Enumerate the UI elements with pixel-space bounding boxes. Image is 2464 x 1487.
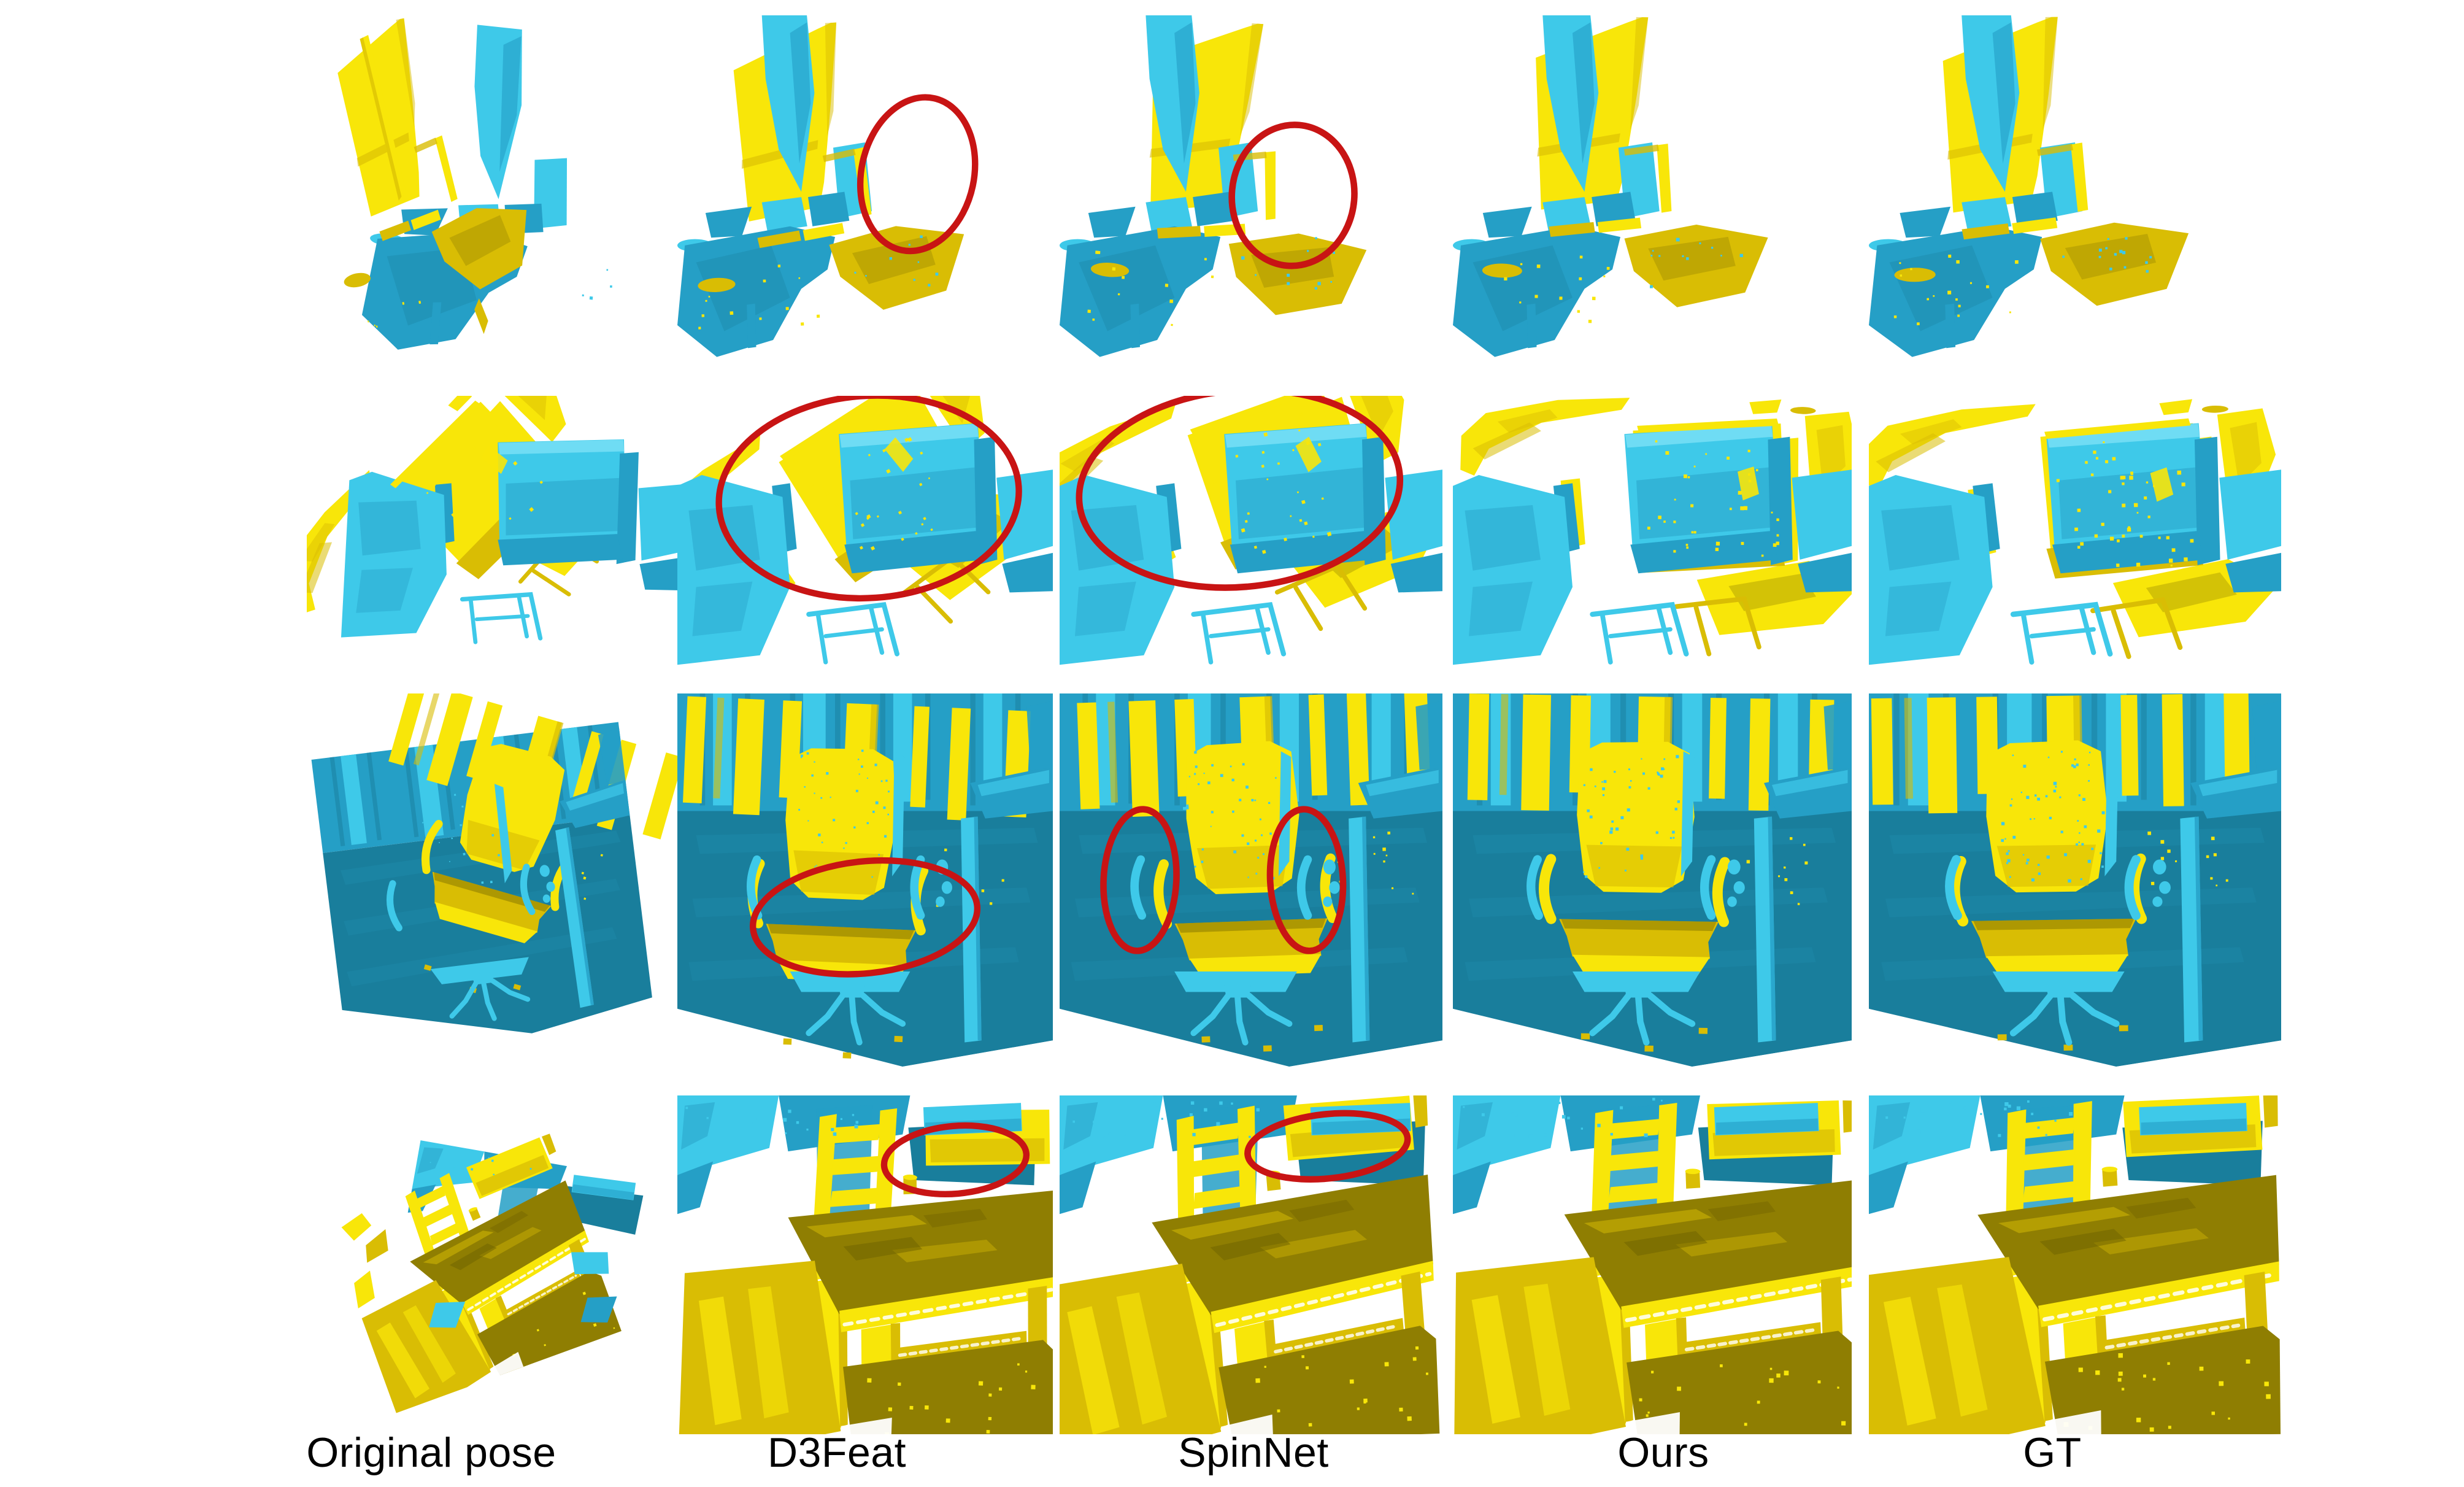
error-annotation-ellipse [715,396,1022,602]
scene-1-gt-render [1869,15,2189,357]
scene-3-spinnet-render [1060,693,1442,1067]
cell-scene-4-original-pose [307,1095,693,1434]
column-label-gt: GT [2023,1429,2082,1476]
cell-scene-3-original-pose [307,693,693,1067]
error-annotation-ellipse [1228,122,1358,269]
scene-1-spinnet-render [1060,15,1367,357]
scene-3-d3feat-render [677,693,1053,1067]
column-label-d3feat: D3Feat [768,1429,906,1476]
cell-scene-1-gt [1869,15,2281,368]
error-annotation-ellipse [857,94,979,255]
column-label-original-pose: Original pose [306,1429,556,1476]
scene-4-ours-render [1453,1095,1852,1434]
cell-scene-3-ours [1453,693,1852,1067]
scene-4-spinnet-render [1060,1095,1440,1434]
cell-scene-4-ours [1453,1095,1852,1434]
cell-scene-2-d3feat [677,396,1053,669]
cell-scene-4-spinnet [1060,1095,1442,1434]
cell-scene-4-gt [1869,1095,2281,1434]
scene-3-ours-render [1453,693,1852,1067]
cell-scene-2-spinnet [1060,396,1442,669]
scene-2-d3feat-render [677,396,1053,665]
scene-2-original-pose-render [307,396,690,644]
scene-1-ours-render [1453,15,1768,357]
column-label-ours: Ours [1617,1429,1709,1476]
scene-4-original-pose-render [341,1134,644,1413]
error-annotation-ellipse [1266,806,1347,954]
cell-scene-1-original-pose [307,15,693,368]
error-annotation-ellipse [749,857,981,978]
scene-2-gt-render [1869,399,2281,665]
scene-2-ours-render [1453,398,1852,665]
error-annotation-ellipse [1100,806,1180,954]
cell-scene-1-d3feat [677,15,1053,368]
error-annotation-ellipse [1076,396,1404,591]
cell-scene-1-ours [1453,15,1852,368]
scene-4-d3feat-render [677,1095,1053,1434]
scene-2-spinnet-render [1060,396,1442,665]
scene-1-original-pose-render [337,18,612,350]
scene-3-original-pose-render [311,693,684,1056]
cell-scene-2-original-pose [307,396,693,669]
scene-4-gt-render [1869,1095,2281,1434]
scene-3-gt-render [1869,693,2281,1067]
cell-scene-3-d3feat [677,693,1053,1067]
cell-scene-3-gt [1869,693,2281,1067]
scene-1-d3feat-render [677,15,979,357]
cell-scene-2-ours [1453,396,1852,669]
cell-scene-2-gt [1869,396,2281,669]
column-label-spinnet: SpinNet [1178,1429,1329,1476]
cell-scene-1-spinnet [1060,15,1442,368]
cell-scene-3-spinnet [1060,693,1442,1067]
error-annotation-ellipse [1244,1110,1411,1183]
cell-scene-4-d3feat [677,1095,1053,1434]
error-annotation-ellipse [880,1122,1030,1198]
